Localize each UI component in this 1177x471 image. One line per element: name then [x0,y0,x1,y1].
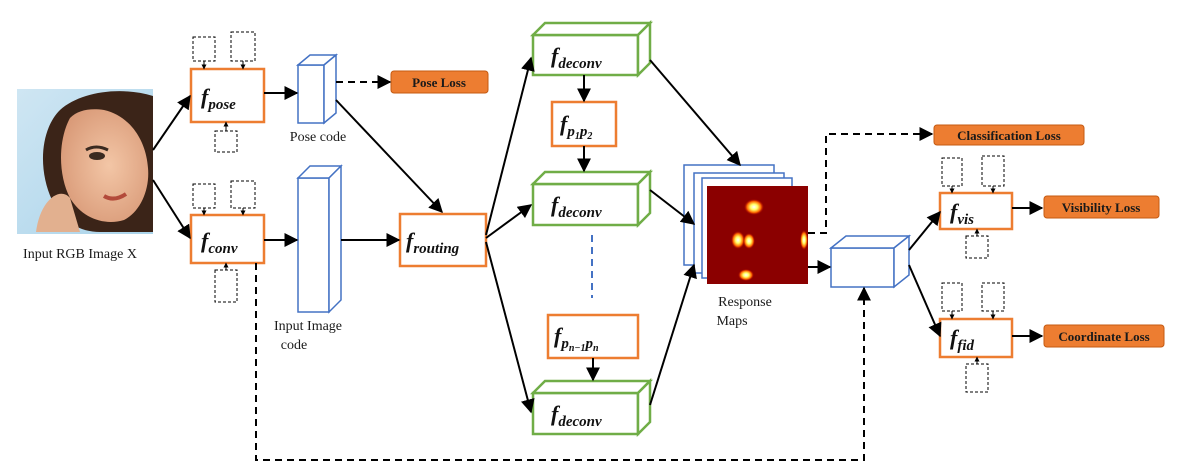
f-deconv-box-1: fdeconv [529,19,654,79]
classification-loss-box: Classification Loss [933,124,1085,146]
f-fid-box: ffid [938,317,1014,359]
input-code-label-1: Input Image [274,319,342,334]
f-vis-box: fvis [938,191,1014,231]
pose-code-block [295,53,339,125]
svg-text:fdeconv: fdeconv [551,401,602,430]
f-conv-box: fconv [189,213,266,265]
response-label-1: Response [718,295,772,310]
dashed-arrows [255,75,934,461]
svg-text:fp1p2: fp1p2 [560,111,592,142]
response-label-2: Maps [716,314,747,329]
f-deconv-box-2: fdeconv [529,168,654,229]
svg-text:fpose: fpose [201,84,236,113]
input-image-label: Input RGB Image X [23,247,137,262]
pose-loss-box: Pose Loss [390,70,489,94]
svg-text:fvis: fvis [950,199,974,228]
f-deconv-box-3: fdeconv [529,377,654,438]
f-routing-box: frouting [398,212,488,268]
input-face-image [17,89,153,234]
f-p1p2-box: fp1p2 [550,100,618,148]
svg-text:Classification Loss: Classification Loss [957,128,1061,143]
svg-text:ffid: ffid [950,325,974,354]
svg-text:fdeconv: fdeconv [551,43,602,72]
svg-text:fconv: fconv [201,228,238,257]
input-image-code-block [296,164,343,314]
svg-text:Coordinate Loss: Coordinate Loss [1058,329,1149,344]
svg-text:Pose Loss: Pose Loss [412,75,466,90]
f-pose-box: fpose [189,67,266,124]
input-code-label-2: code [281,338,307,353]
coordinate-loss-box: Coordinate Loss [1043,324,1165,348]
pose-code-label: Pose code [290,130,346,145]
f-pn1pn-box: fpn−1pn [546,313,640,360]
svg-text:frouting: frouting [406,228,460,257]
svg-text:fdeconv: fdeconv [551,192,602,221]
self-loop-arrows [201,61,996,364]
solid-arrows [152,56,1044,414]
svg-text:fpn−1pn: fpn−1pn [554,323,599,354]
svg-text:Visibility Loss: Visibility Loss [1062,200,1141,215]
fused-feature-block [828,234,912,289]
response-heatmap [707,186,808,284]
visibility-loss-box: Visibility Loss [1043,195,1160,219]
